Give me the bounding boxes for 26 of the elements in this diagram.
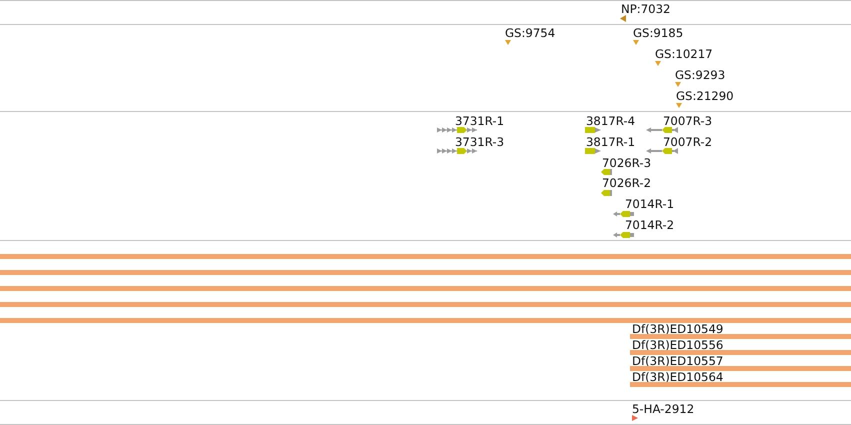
feature-label: 5-HA-2912: [632, 404, 694, 414]
feature-label: 3731R-1: [455, 116, 504, 126]
feature-label: 7014R-2: [625, 220, 674, 230]
feature-label: GS:21290: [676, 90, 734, 100]
feature-bar: [0, 270, 851, 275]
feature-bar: [0, 318, 851, 323]
feature-label: 7026R-2: [602, 178, 652, 188]
feature-label: Df(3R)ED10549: [632, 324, 724, 334]
feature-label: 3817R-1: [586, 136, 636, 146]
feature-label: Df(3R)ED10564: [632, 372, 724, 382]
feature-label: Df(3R)ED10556: [632, 340, 724, 350]
feature-label: 3731R-3: [455, 136, 504, 146]
feature-label: GS:9185: [633, 28, 684, 38]
feature-label: 7007R-3: [663, 116, 712, 126]
feature-bar: [0, 254, 851, 259]
feature-label: GS:9754: [505, 28, 556, 38]
feature-label: NP:7032: [621, 4, 670, 14]
feature-label: 7026R-3: [602, 158, 652, 168]
feature-bar: [0, 302, 851, 307]
feature-label: 7014R-1: [625, 199, 674, 209]
feature-bar: [0, 286, 851, 291]
feature-label: Df(3R)ED10557: [632, 356, 724, 366]
feature-label: GS:9293: [675, 70, 726, 80]
feature-label: GS:10217: [655, 48, 713, 58]
feature-label: 7007R-2: [663, 136, 712, 146]
feature-label: 3817R-4: [586, 116, 636, 126]
